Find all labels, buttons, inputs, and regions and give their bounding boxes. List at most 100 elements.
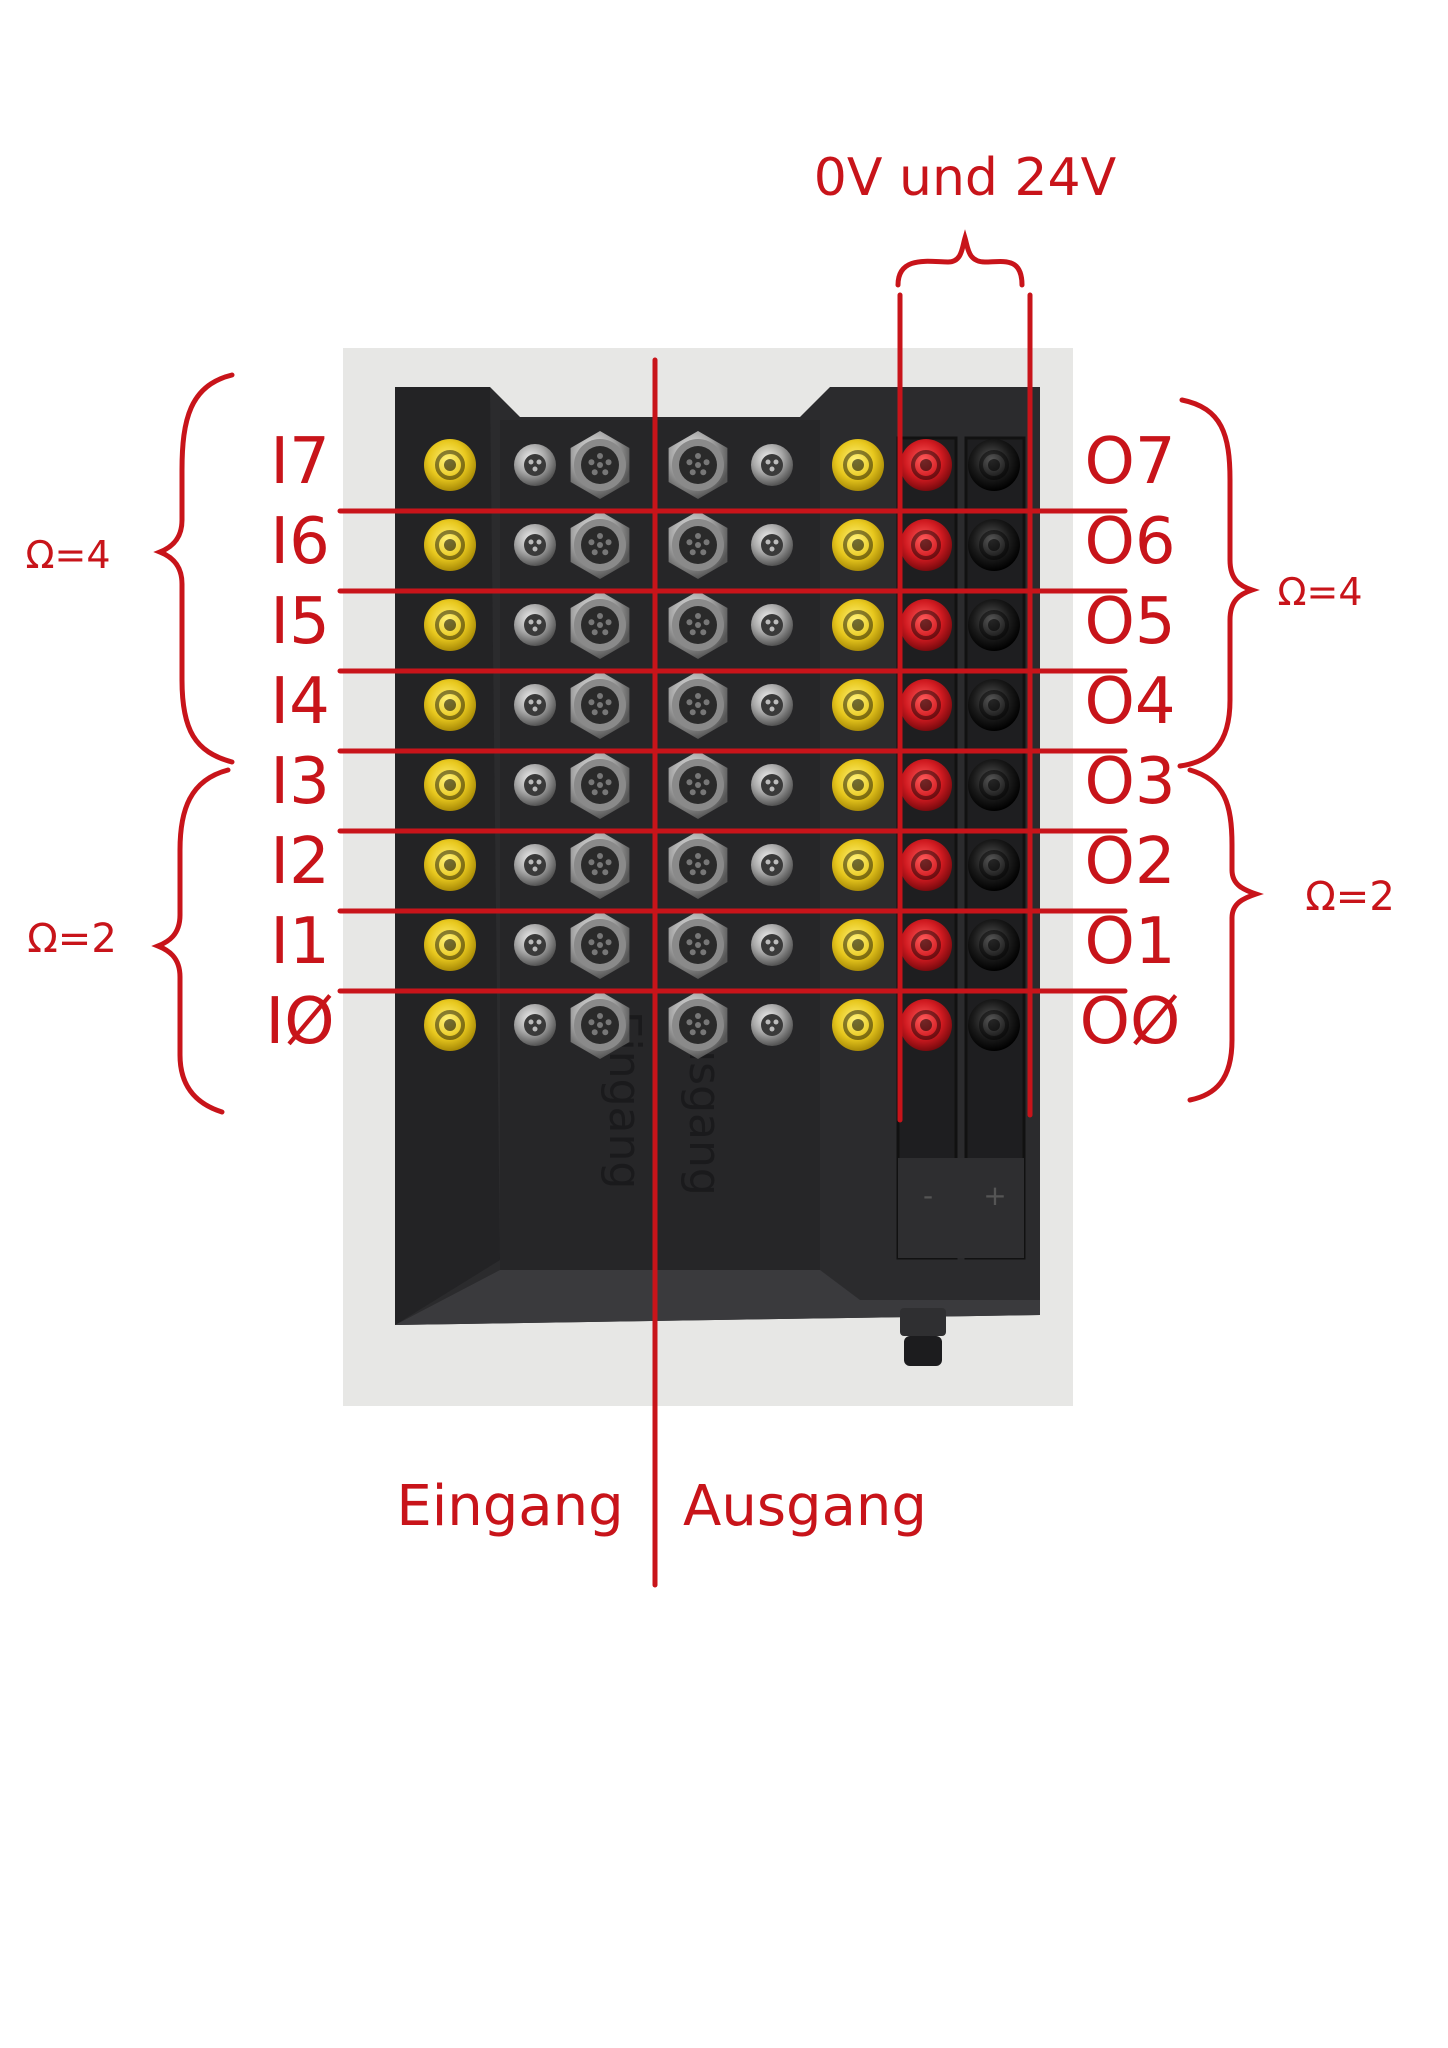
output-m12-socket[interactable] <box>668 911 728 979</box>
input-banana-jack-yellow[interactable] <box>424 999 476 1051</box>
input-m8-socket[interactable] <box>514 1004 556 1046</box>
output-banana-jack-yellow[interactable] <box>832 519 884 571</box>
power-jack-black[interactable] <box>968 439 1020 491</box>
output-m12-socket[interactable] <box>668 751 728 819</box>
annotation-layer <box>151 229 1264 1588</box>
right-lower-group-label: Ω=2 <box>1305 874 1395 920</box>
output-m8-socket[interactable] <box>751 604 793 646</box>
output-label: OØ <box>1080 985 1181 1059</box>
input-label: I2 <box>270 825 330 899</box>
output-m12-socket[interactable] <box>668 831 728 899</box>
output-label: O2 <box>1084 825 1175 899</box>
power-jack-black[interactable] <box>968 839 1020 891</box>
jack-row <box>424 751 1020 819</box>
output-banana-jack-yellow[interactable] <box>832 439 884 491</box>
input-banana-jack-yellow[interactable] <box>424 519 476 571</box>
left-upper-group-label: Ω=4 <box>25 533 110 577</box>
power-jack-black[interactable] <box>968 519 1020 571</box>
output-m12-socket[interactable] <box>668 591 728 659</box>
bottom-label-eingang: Eingang <box>396 1474 623 1539</box>
output-banana-jack-yellow[interactable] <box>832 679 884 731</box>
input-banana-jack-yellow[interactable] <box>424 679 476 731</box>
input-m8-socket[interactable] <box>514 844 556 886</box>
power-jack-red[interactable] <box>900 999 952 1051</box>
input-m12-socket[interactable] <box>570 431 630 499</box>
input-m12-socket[interactable] <box>570 511 630 579</box>
output-label: O3 <box>1084 745 1175 819</box>
power-jack-black[interactable] <box>968 919 1020 971</box>
power-jack-black[interactable] <box>968 599 1020 651</box>
output-banana-jack-yellow[interactable] <box>832 999 884 1051</box>
input-m12-socket[interactable] <box>570 831 630 899</box>
input-banana-jack-yellow[interactable] <box>424 599 476 651</box>
input-m12-socket[interactable] <box>570 591 630 659</box>
input-m8-socket[interactable] <box>514 444 556 486</box>
input-m12-socket[interactable] <box>570 911 630 979</box>
output-label: O1 <box>1084 905 1175 979</box>
power-jack-red[interactable] <box>900 919 952 971</box>
input-m8-socket[interactable] <box>514 764 556 806</box>
input-m8-socket[interactable] <box>514 924 556 966</box>
left-lower-brace <box>151 767 231 1115</box>
jack-grid <box>424 431 1020 1059</box>
top-curly-brace <box>895 229 1025 288</box>
output-m8-socket[interactable] <box>751 844 793 886</box>
power-jack-black[interactable] <box>968 999 1020 1051</box>
cable-gland <box>900 1308 946 1366</box>
output-m12-socket[interactable] <box>668 991 728 1059</box>
input-label: I5 <box>270 585 330 659</box>
output-label: O4 <box>1084 665 1175 739</box>
output-banana-jack-yellow[interactable] <box>832 919 884 971</box>
row-separator-lines <box>337 508 1128 994</box>
output-m8-socket[interactable] <box>751 524 793 566</box>
output-m8-socket[interactable] <box>751 924 793 966</box>
power-jack-red[interactable] <box>900 599 952 651</box>
output-m12-socket[interactable] <box>668 511 728 579</box>
jack-row <box>424 591 1020 659</box>
power-strip-end <box>898 1158 1024 1258</box>
output-banana-jack-yellow[interactable] <box>832 839 884 891</box>
input-m12-socket[interactable] <box>570 671 630 739</box>
power-jack-red[interactable] <box>900 439 952 491</box>
power-jack-red[interactable] <box>900 839 952 891</box>
jack-row <box>424 911 1020 979</box>
input-m12-socket[interactable] <box>570 991 630 1059</box>
bottom-label-ausgang: Ausgang <box>683 1474 927 1539</box>
output-label: O5 <box>1084 585 1175 659</box>
input-label: I7 <box>270 425 330 499</box>
input-label: IØ <box>265 985 334 1059</box>
power-jack-black[interactable] <box>968 679 1020 731</box>
output-label: O7 <box>1084 425 1175 499</box>
input-m8-socket[interactable] <box>514 684 556 726</box>
input-banana-jack-yellow[interactable] <box>424 759 476 811</box>
power-jack-red[interactable] <box>900 679 952 731</box>
minus-sign: - <box>923 1179 933 1212</box>
input-label: I6 <box>270 505 330 579</box>
input-banana-jack-yellow[interactable] <box>424 439 476 491</box>
output-m12-socket[interactable] <box>668 431 728 499</box>
output-m8-socket[interactable] <box>751 444 793 486</box>
output-m8-socket[interactable] <box>751 1004 793 1046</box>
output-m8-socket[interactable] <box>751 684 793 726</box>
power-jack-red[interactable] <box>900 519 952 571</box>
input-label: I3 <box>270 745 330 819</box>
input-m12-socket[interactable] <box>570 751 630 819</box>
jack-row <box>424 991 1020 1059</box>
jack-row <box>424 671 1020 739</box>
bottom-bevel <box>395 1270 1040 1325</box>
right-upper-brace <box>1177 397 1260 769</box>
output-m12-socket[interactable] <box>668 671 728 739</box>
right-lower-brace <box>1187 767 1264 1103</box>
input-banana-jack-yellow[interactable] <box>424 839 476 891</box>
output-banana-jack-yellow[interactable] <box>832 599 884 651</box>
output-banana-jack-yellow[interactable] <box>832 759 884 811</box>
input-m8-socket[interactable] <box>514 524 556 566</box>
output-label: O6 <box>1084 505 1175 579</box>
input-banana-jack-yellow[interactable] <box>424 919 476 971</box>
power-jack-red[interactable] <box>900 759 952 811</box>
output-m8-socket[interactable] <box>751 764 793 806</box>
power-jack-black[interactable] <box>968 759 1020 811</box>
input-m8-socket[interactable] <box>514 604 556 646</box>
